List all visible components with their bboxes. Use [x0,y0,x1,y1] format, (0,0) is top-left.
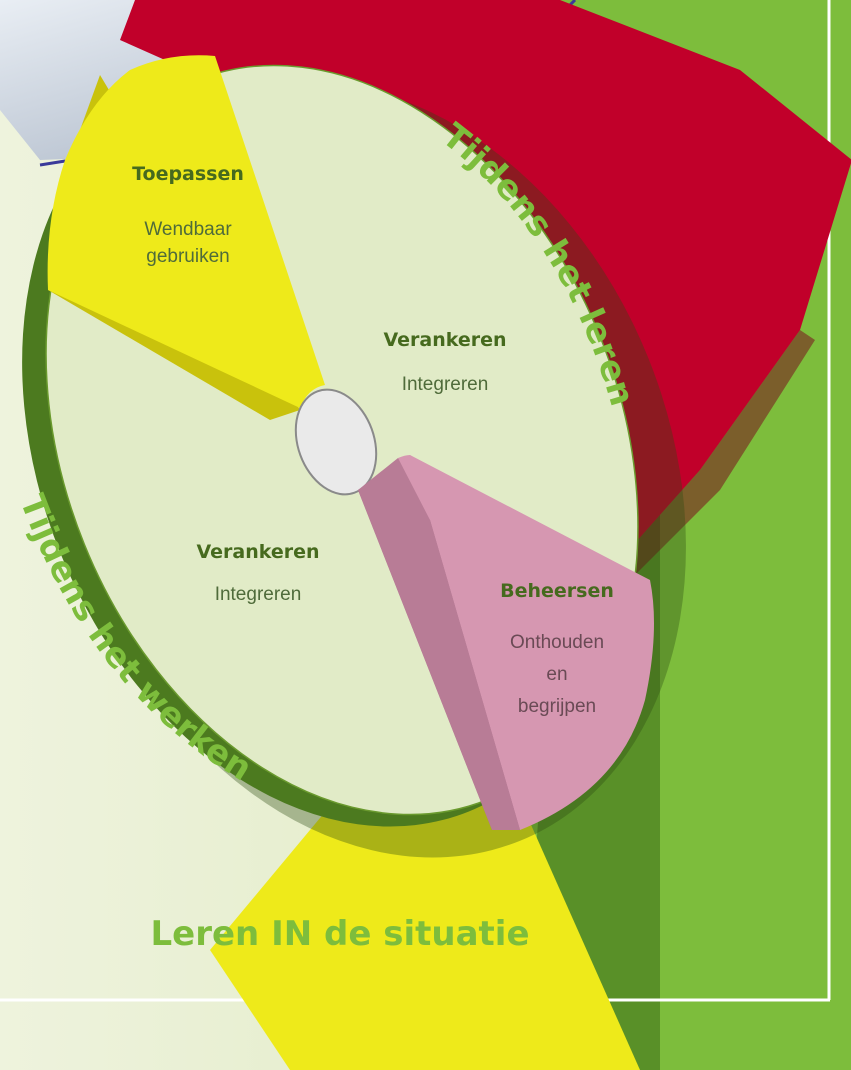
red-sector [120,0,851,560]
footer-title: Leren IN de situatie [150,914,529,954]
beheersen-title: Beheersen [500,580,614,602]
toepassen-line2: gebruiken [146,246,229,267]
toepassen-sector [47,55,325,408]
beheersen-sector [398,455,654,830]
beheersen-line1: Onthouden [510,632,604,653]
beheersen-sector-edge [358,458,520,830]
beheersen-line3: begrijpen [518,696,596,717]
yellow-bottom-wedge [210,770,640,1070]
verankeren-top-title: Verankeren [383,329,506,351]
toepassen-line1: Wendbaar [144,219,232,240]
beheersen-line2: en [546,664,567,685]
red-sector-shadow [620,330,815,580]
verankeren-top-line1: Integreren [402,374,489,395]
toepassen-title: Toepassen [132,163,244,185]
verankeren-bottom-title: Verankeren [196,541,319,563]
verankeren-bottom-line1: Integreren [215,584,302,605]
center-hole [294,388,378,496]
